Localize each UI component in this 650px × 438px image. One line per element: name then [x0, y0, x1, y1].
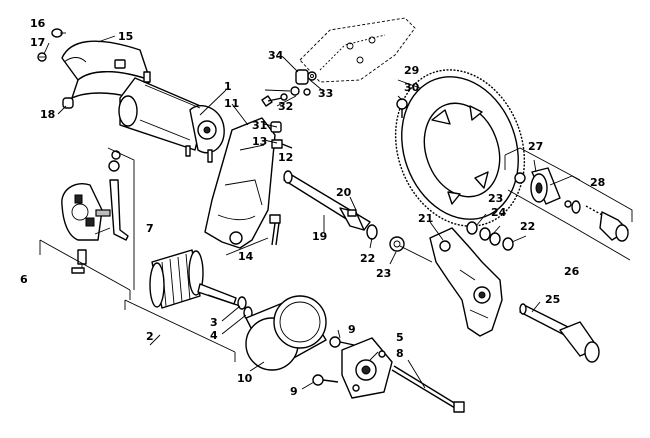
callout-4: 4: [210, 329, 218, 342]
mounting-plate: [299, 17, 416, 83]
callout-29: 29: [404, 64, 419, 77]
callout-8: 8: [396, 347, 404, 360]
through-bolt: [391, 365, 465, 413]
support-bracket: [204, 117, 276, 249]
brush-holder-assembly: [61, 150, 129, 274]
callout-22-left: 22: [360, 252, 375, 265]
ring-gear: [394, 69, 526, 227]
armature: [149, 249, 241, 309]
callout-1: 1: [224, 80, 232, 93]
callout-23-right: 23: [488, 192, 503, 205]
motor-housing: [245, 295, 327, 371]
callout-27: 27: [528, 140, 543, 153]
callout-26: 26: [564, 265, 580, 278]
callout-31: 31: [252, 119, 267, 132]
callout-19: 19: [312, 230, 327, 243]
callout-28: 28: [590, 176, 605, 189]
callout-9-bottom: 9: [290, 385, 298, 398]
output-shaft: [519, 303, 600, 363]
pinion-assembly: [514, 167, 629, 242]
callout-15: 15: [118, 30, 133, 43]
callout-20: 20: [336, 186, 352, 199]
shaft-washers: [366, 224, 405, 252]
gear-washers: [466, 221, 514, 251]
callout-34: 34: [268, 49, 284, 62]
screw-30: [396, 98, 408, 118]
callout-7: 7: [146, 222, 154, 235]
pinion-brackets: [504, 147, 633, 261]
callout-21: 21: [418, 212, 433, 225]
callout-17: 17: [30, 36, 45, 49]
callout-23-left: 23: [376, 267, 391, 280]
drive-shaft: [283, 170, 371, 231]
callout-3: 3: [210, 316, 218, 329]
starter-motor: [118, 71, 225, 163]
leader-lines: [43, 32, 541, 390]
group-brackets: [39, 147, 236, 362]
callout-labels: 16 17 15 18 1 11 31 13 12 34 32 33 29 30…: [20, 17, 605, 398]
callout-32: 32: [278, 100, 293, 113]
screws-9: [312, 336, 355, 386]
callout-25: 25: [545, 293, 560, 306]
callout-14: 14: [238, 250, 254, 263]
bolt-14: [269, 214, 281, 246]
callout-12: 12: [278, 151, 293, 164]
callout-24: 24: [491, 206, 507, 219]
callout-13: 13: [252, 135, 267, 148]
callout-22-right: 22: [520, 220, 535, 233]
callout-6: 6: [20, 273, 28, 286]
callout-2: 2: [146, 330, 154, 343]
callout-10: 10: [237, 372, 253, 385]
callout-9-top: 9: [348, 323, 356, 336]
callout-33: 33: [318, 87, 333, 100]
bracket-hardware-33-34: [290, 69, 317, 96]
callout-30: 30: [404, 81, 420, 94]
drive-housing: [429, 227, 503, 337]
end-cover: [341, 337, 393, 399]
callout-18: 18: [40, 108, 55, 121]
callout-16: 16: [30, 17, 46, 30]
callout-11: 11: [224, 97, 239, 110]
callout-5: 5: [396, 331, 404, 344]
